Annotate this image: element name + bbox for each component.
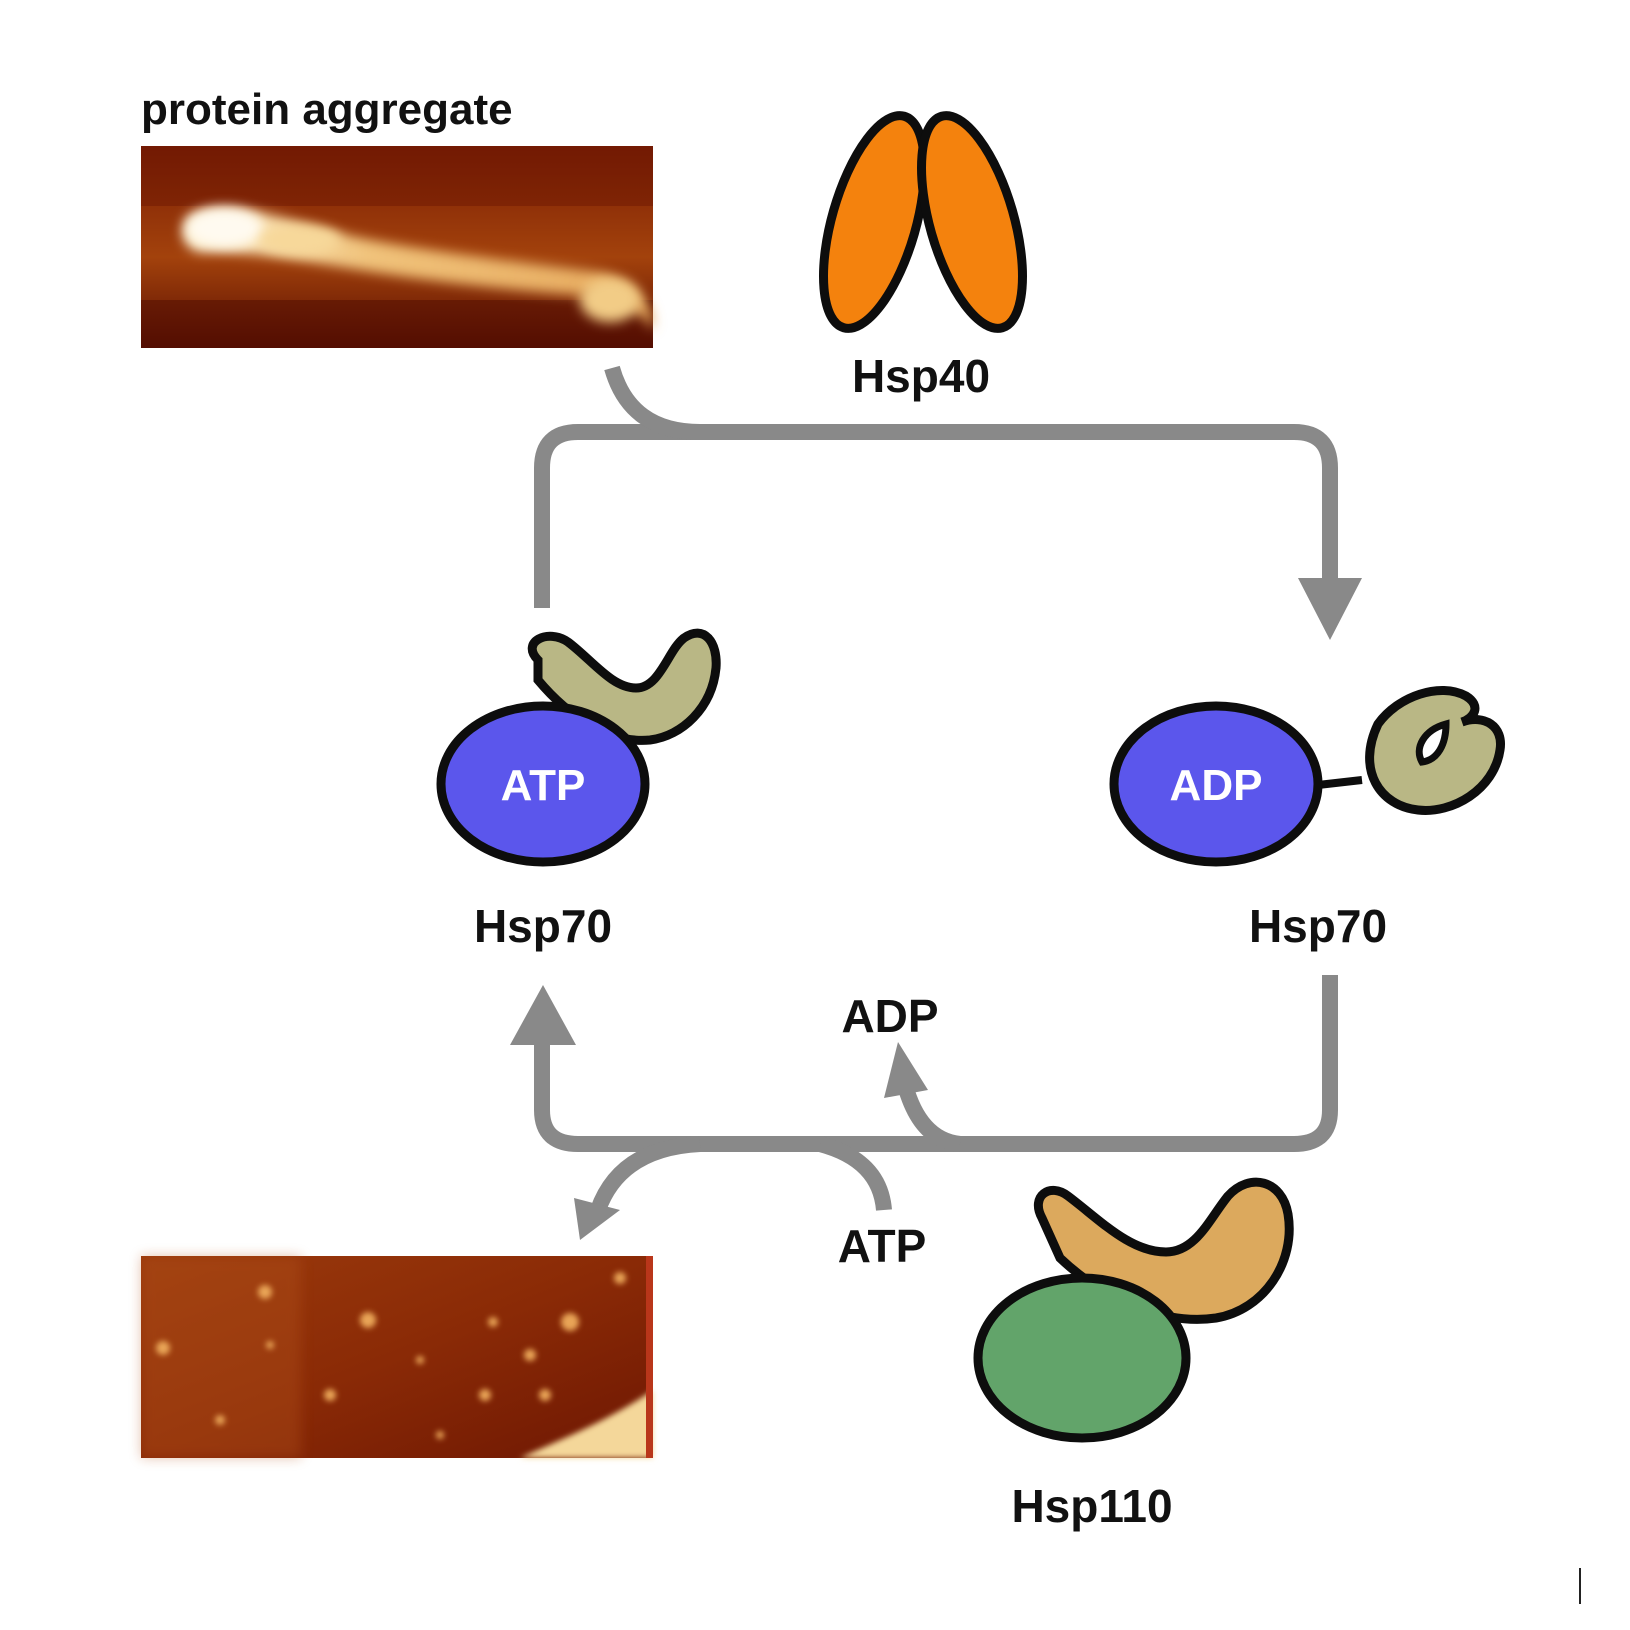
atp-in-hsp70-label: ATP xyxy=(501,761,586,810)
hsp110-nbd xyxy=(973,1273,1191,1443)
arrow-top xyxy=(534,424,1338,608)
arrowhead-product-down xyxy=(574,1198,620,1240)
hsp70-nbd-right xyxy=(1109,701,1323,867)
afm-image-aggregate xyxy=(141,146,653,348)
hsp110-icon xyxy=(973,1177,1294,1443)
protein-aggregate-label: protein aggregate xyxy=(141,85,513,134)
atp-input-label: ATP xyxy=(838,1220,927,1272)
arrowhead-adp-up xyxy=(884,1042,928,1098)
arrowhead-left-up xyxy=(510,985,576,1045)
arrow-atp-in xyxy=(817,1136,892,1211)
afm-image-disaggregated xyxy=(141,1256,653,1458)
cycle-arrows xyxy=(534,365,1338,1213)
hsp110-label: Hsp110 xyxy=(1011,1480,1172,1532)
hsp70-atp-icon xyxy=(436,628,721,867)
hsp70-adp-icon xyxy=(1109,686,1505,867)
arrow-product-out xyxy=(590,1136,701,1213)
arrowheads xyxy=(510,578,1362,1240)
hsp70-left-label: Hsp70 xyxy=(474,900,612,952)
arrowhead-right-down xyxy=(1298,578,1362,640)
hsp70-right-label: Hsp70 xyxy=(1249,900,1387,952)
hsp70-nbd xyxy=(436,701,650,867)
arrow-adp-release xyxy=(897,1082,962,1152)
hsp40-label: Hsp40 xyxy=(852,350,990,402)
adp-in-hsp70-label: ADP xyxy=(1170,761,1263,810)
arrow-aggregate-in xyxy=(604,365,701,440)
hsp40-icon xyxy=(819,111,1027,333)
adp-released-label: ADP xyxy=(841,990,938,1042)
